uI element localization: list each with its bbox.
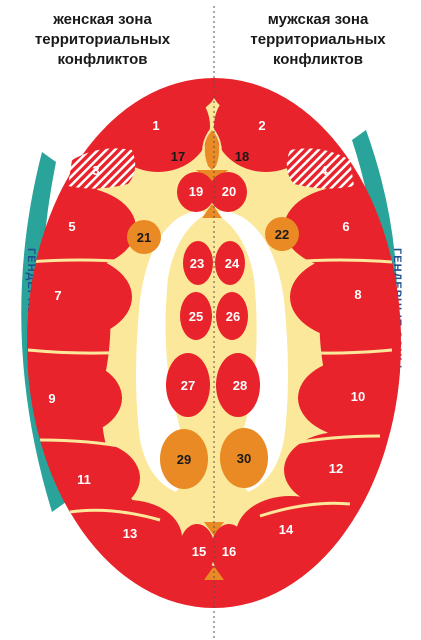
zone-9 [2, 358, 122, 438]
label-18: 18 [235, 149, 249, 164]
label-3: 3 [92, 163, 99, 178]
label-13: 13 [123, 526, 137, 541]
label-26: 26 [226, 309, 240, 324]
label-28: 28 [233, 378, 247, 393]
label-19: 19 [189, 184, 203, 199]
zone-3 [68, 148, 135, 188]
label-21: 21 [137, 230, 151, 245]
label-29: 29 [177, 452, 191, 467]
label-12: 12 [329, 461, 343, 476]
label-11: 11 [77, 472, 91, 487]
label-14: 14 [279, 522, 294, 537]
label-7: 7 [54, 288, 61, 303]
label-15: 15 [192, 544, 206, 559]
label-20: 20 [222, 184, 236, 199]
label-5: 5 [68, 219, 75, 234]
label-10: 10 [351, 389, 365, 404]
label-23: 23 [190, 256, 204, 271]
label-22: 22 [275, 227, 289, 242]
label-17: 17 [171, 149, 185, 164]
label-6: 6 [342, 219, 349, 234]
label-25: 25 [189, 309, 203, 324]
label-30: 30 [237, 451, 251, 466]
label-4: 4 [320, 163, 328, 178]
label-1: 1 [152, 118, 159, 133]
label-8: 8 [354, 287, 361, 302]
label-9: 9 [48, 391, 55, 406]
label-24: 24 [225, 256, 240, 271]
label-2: 2 [258, 118, 265, 133]
label-27: 27 [181, 378, 195, 393]
label-16: 16 [222, 544, 236, 559]
